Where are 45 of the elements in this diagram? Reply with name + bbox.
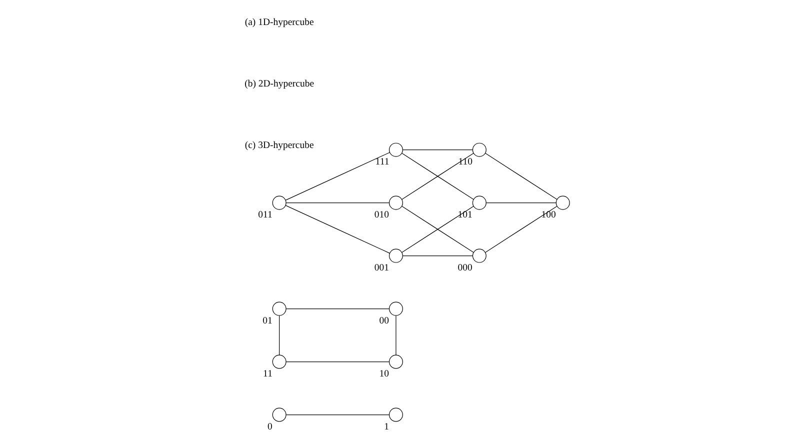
- connector: [285, 202, 389, 203]
- node-circle: [472, 248, 486, 262]
- node-label: 001: [374, 262, 388, 273]
- node-circle: [272, 354, 286, 368]
- connector: [484, 205, 557, 252]
- node-label: 0: [266, 420, 272, 432]
- node-label: 01: [262, 314, 272, 326]
- node-label: 110: [458, 156, 472, 167]
- node-circle: [555, 195, 570, 210]
- node-label: 010: [374, 208, 388, 220]
- connector: [484, 152, 557, 200]
- node-circle: [272, 195, 286, 210]
- connector: [284, 204, 390, 253]
- connector: [285, 360, 389, 362]
- connector: [278, 314, 280, 355]
- connector: [402, 255, 472, 256]
- node-circle: [388, 195, 402, 210]
- node-label: 100: [540, 208, 556, 220]
- node-circle: [388, 142, 402, 156]
- connector: [285, 414, 389, 415]
- label: (c) 3D-hypercube: [244, 139, 314, 150]
- label: (b) 2D-hypercube: [244, 78, 314, 89]
- node-circle: [388, 407, 402, 422]
- node-circle: [272, 407, 286, 422]
- node-circle: [388, 301, 402, 316]
- node-circle: [388, 354, 402, 368]
- connector: [285, 308, 389, 309]
- connector: [485, 202, 556, 203]
- node-label: 011: [258, 208, 272, 220]
- node-circle: [272, 301, 286, 316]
- node-label: 1: [384, 420, 388, 432]
- connector: [401, 205, 474, 252]
- connector: [402, 149, 472, 150]
- node-label: 00: [378, 314, 388, 326]
- connector: [284, 152, 390, 200]
- node-circle: [472, 195, 486, 210]
- node-label: 10: [378, 368, 388, 379]
- node-label: 11: [262, 368, 272, 379]
- node-label: 000: [457, 262, 472, 273]
- connector: [395, 314, 396, 355]
- node-label: 111: [374, 156, 389, 167]
- node-circle: [472, 142, 486, 156]
- node-label: 101: [457, 208, 472, 220]
- label: (a) 1D-hypercube: [244, 16, 314, 28]
- node-circle: [388, 248, 402, 262]
